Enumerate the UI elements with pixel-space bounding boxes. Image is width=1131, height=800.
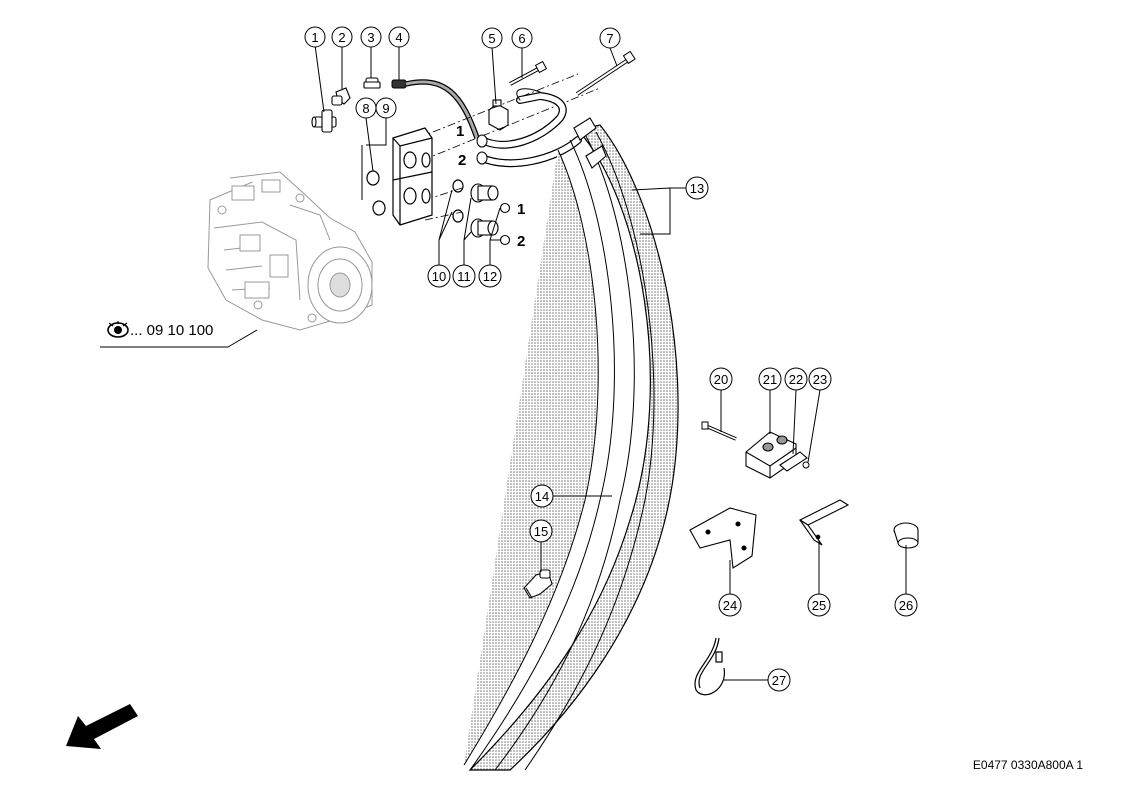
svg-text:7: 7 (606, 31, 613, 46)
callout-5: 5 (481, 27, 503, 49)
mounting-plate (689, 507, 757, 569)
svg-text:11: 11 (457, 269, 471, 284)
port-label: 1 (517, 201, 525, 218)
bracket-fitting (488, 99, 509, 131)
callout-4: 4 (388, 26, 410, 48)
svg-text:10: 10 (432, 269, 446, 284)
clamp-block (745, 431, 797, 479)
svg-text:4: 4 (395, 30, 402, 45)
svg-text:26: 26 (899, 598, 913, 613)
callout-27: 27 (767, 668, 791, 692)
svg-text:9: 9 (382, 101, 389, 116)
svg-text:14: 14 (535, 489, 549, 504)
svg-text:20: 20 (714, 372, 728, 387)
callout-12: 12 (478, 264, 502, 288)
port-label: 2 (517, 233, 525, 250)
svg-text:27: 27 (772, 673, 786, 688)
port-label: 1 (456, 123, 464, 140)
hydraulic-pump (207, 171, 373, 331)
callout-2: 2 (331, 26, 353, 48)
callout-7: 7 (599, 27, 621, 49)
svg-text:12: 12 (483, 269, 497, 284)
cover-plate (779, 451, 808, 472)
callout-20: 20 (709, 367, 733, 391)
callout-21: 21 (758, 367, 782, 391)
callout-1: 1 (304, 26, 326, 48)
flange-block (392, 127, 433, 226)
svg-text:13: 13 (690, 181, 704, 196)
callout-23: 23 (808, 367, 832, 391)
svg-text:24: 24 (723, 598, 737, 613)
elbow-fitting (331, 87, 351, 106)
callout-13: 13 (685, 176, 709, 200)
arrow-down-left-icon (66, 704, 138, 749)
callout-8: 8 (355, 97, 377, 119)
svg-text:2: 2 (338, 30, 345, 45)
svg-text:22: 22 (789, 372, 803, 387)
callout-14: 14 (530, 484, 554, 508)
svg-text:5: 5 (488, 31, 495, 46)
hose-bundle (463, 124, 679, 771)
callout-26: 26 (894, 593, 918, 617)
svg-text:8: 8 (362, 101, 369, 116)
callout-24: 24 (718, 593, 742, 617)
drawing-code: E0477 0330A800A 1 (973, 758, 1083, 772)
callout-25: 25 (807, 593, 831, 617)
callout-6: 6 (511, 27, 533, 49)
svg-text:23: 23 (813, 372, 827, 387)
callout-3: 3 (360, 26, 382, 48)
callout-11: 11 (452, 264, 476, 288)
tee-fitting (311, 109, 337, 133)
svg-text:6: 6 (518, 31, 525, 46)
o-ring (452, 179, 464, 223)
nut (802, 461, 810, 469)
callout-10: 10 (427, 264, 451, 288)
callout-9: 9 (375, 97, 397, 119)
port-label: 2 (458, 152, 466, 169)
svg-text:1: 1 (311, 30, 318, 45)
bolt-short (509, 60, 548, 86)
rigid-tubes (478, 88, 582, 168)
svg-text:3: 3 (367, 30, 374, 45)
bolt-long (575, 50, 636, 96)
elbow-fitting-large (523, 569, 553, 599)
hose-end-fitting (391, 79, 407, 89)
screw (701, 421, 737, 441)
callout-15: 15 (529, 519, 553, 543)
reference-text: ... 09 10 100 (130, 322, 213, 339)
angle-bracket (798, 499, 850, 546)
svg-text:21: 21 (763, 372, 777, 387)
o-ring (499, 202, 511, 246)
eye-icon (107, 321, 129, 338)
grommet (893, 522, 919, 549)
cable-tie (694, 637, 725, 696)
callout-22: 22 (784, 367, 808, 391)
svg-text:15: 15 (534, 524, 548, 539)
o-ring (366, 170, 386, 216)
port-adapter (470, 183, 499, 238)
svg-text:25: 25 (812, 598, 826, 613)
adapter-fitting (363, 77, 381, 89)
